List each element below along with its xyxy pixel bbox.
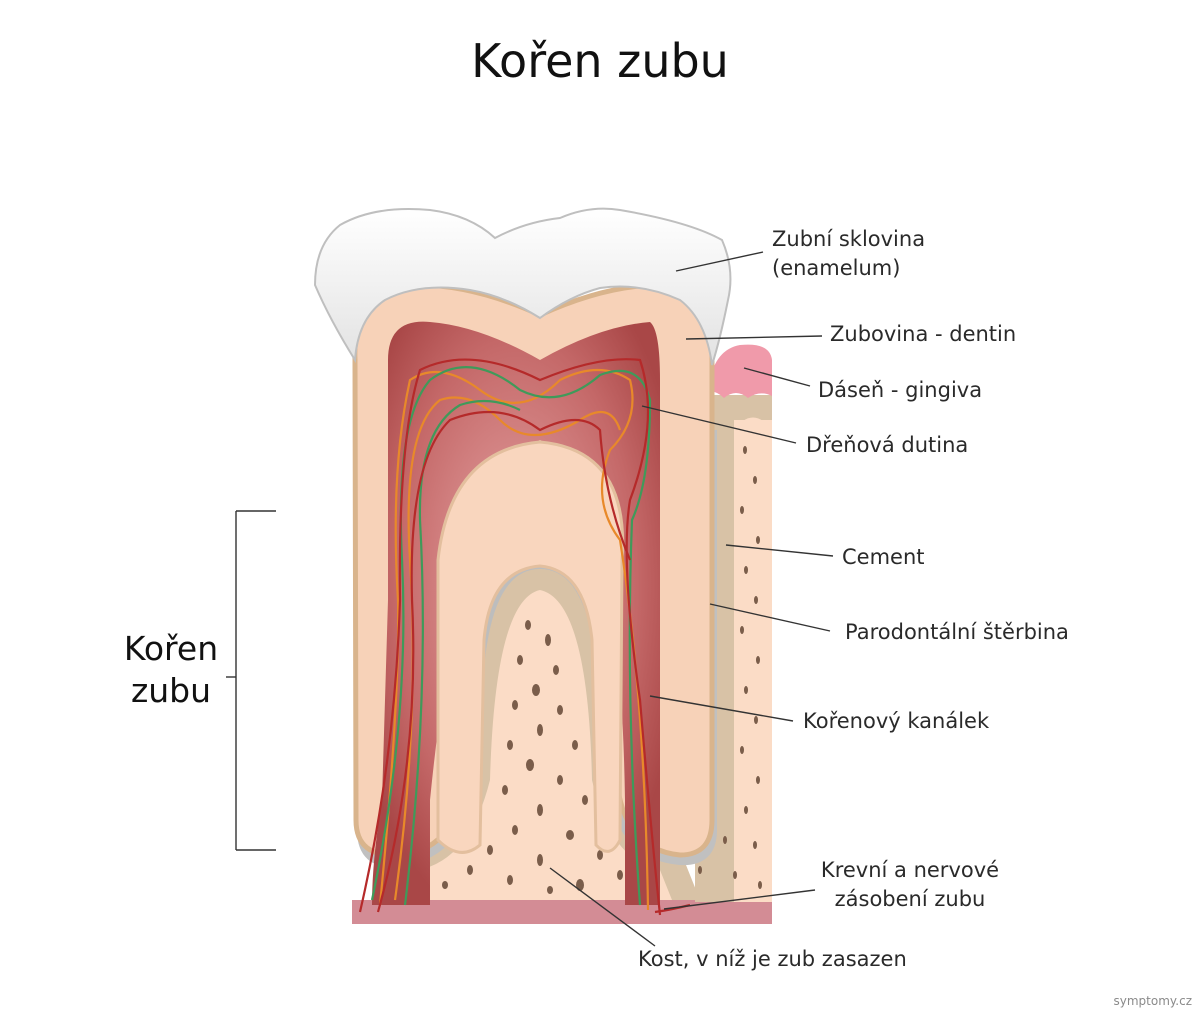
root-side-label-line1: Kořen: [123, 629, 219, 668]
label-enamel-line1: Zubní sklovina: [772, 227, 926, 251]
label-supply-line2: zásobení zubu: [834, 887, 986, 911]
inner-dentin: [436, 440, 625, 854]
label-canal: Kořenový kanálek: [803, 709, 990, 733]
label-supply-line1: Krevní a nervové: [820, 858, 1000, 882]
leader-lines: [549, 251, 834, 947]
root-side-label: Kořen zubu: [96, 628, 246, 712]
label-dentin: Zubovina - dentin: [830, 322, 1017, 346]
root-bracket: [226, 510, 276, 851]
watermark: symptomy.cz: [1113, 994, 1193, 1008]
label-cement: Cement: [842, 545, 925, 569]
label-supply: Krevní a nervové zásobení zubu: [810, 856, 1010, 914]
label-bone: Kost, v níž je zub zasazen: [638, 947, 907, 971]
label-pulp: Dřeňová dutina: [806, 433, 969, 457]
page-title: Kořen zubu: [471, 34, 729, 88]
enamel-crown: [313, 207, 732, 366]
root-side-label-line2: zubu: [130, 671, 212, 710]
label-periodontal: Parodontální štěrbina: [845, 620, 1069, 644]
gingiva: [708, 344, 772, 398]
bone-pores: [442, 446, 762, 894]
label-gingiva: Dáseň - gingiva: [818, 378, 983, 402]
label-enamel: Zubní sklovina (enamelum): [772, 225, 925, 283]
label-enamel-line2: (enamelum): [772, 256, 901, 280]
blood-and-nerve-supply: [358, 358, 691, 916]
